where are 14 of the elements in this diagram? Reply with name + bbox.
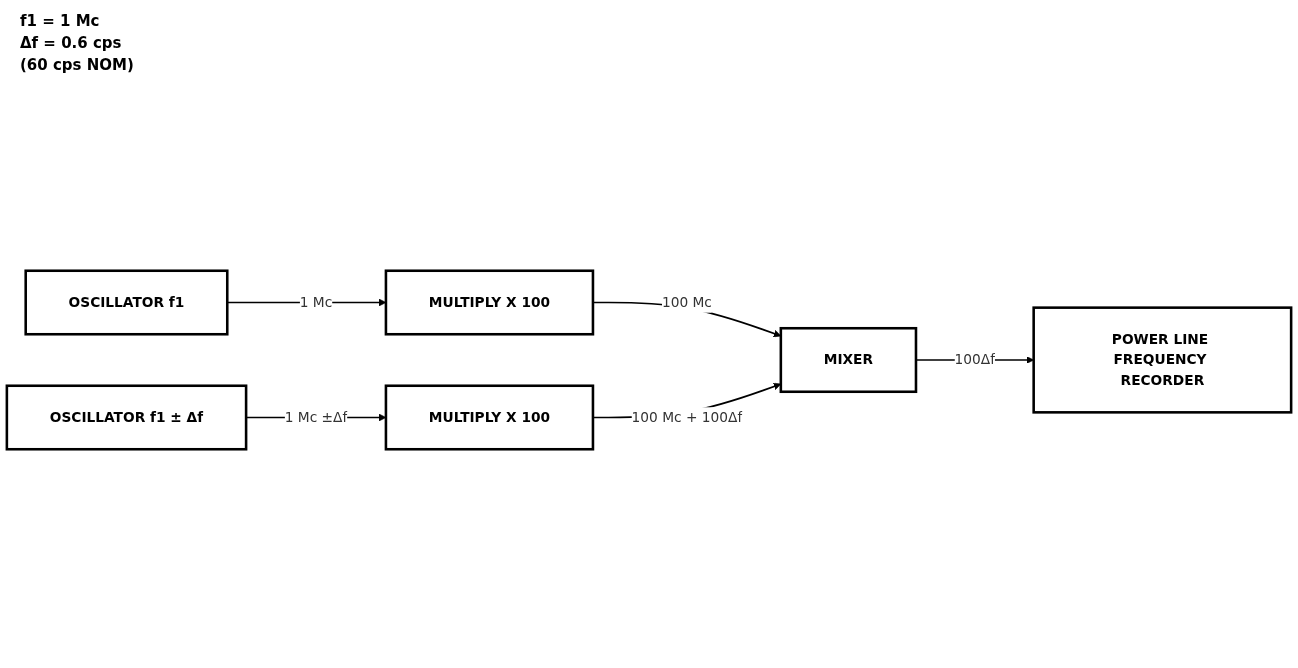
note-text: Δf = 0.6 cps: [20, 34, 123, 52]
node-box: MULTIPLY X 100: [384, 384, 595, 451]
edge-label: 1 Mc: [299, 293, 333, 311]
edge-label: 100Δf: [954, 351, 996, 368]
edge-label: 100 Mc: [661, 293, 712, 311]
node-box: MULTIPLY X 100: [384, 269, 595, 336]
node-box: MIXER: [779, 326, 918, 394]
node-box: OSCILLATOR f1 ± Δf: [5, 384, 248, 451]
node-box: POWER LINE FREQUENCY RECORDER: [1032, 306, 1293, 414]
edge-label: 1 Mc ±Δf: [284, 408, 348, 426]
node-box: OSCILLATOR f1: [24, 269, 229, 336]
note-text: f1 = 1 Mc: [20, 12, 101, 30]
edge-label: 100 Mc + 100Δf: [631, 408, 743, 426]
note-text: (60 cps NOM): [20, 56, 134, 74]
